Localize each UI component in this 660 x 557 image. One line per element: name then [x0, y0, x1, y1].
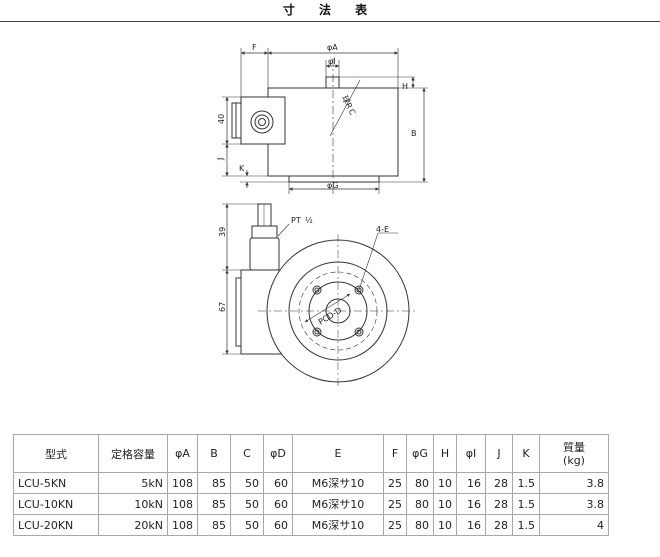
table-row: LCU-5KN 5kN 108 85 50 60 M6深サ10 25 80 10…	[13, 472, 609, 494]
cell-d: 60	[263, 472, 293, 494]
cell-i: 16	[456, 472, 486, 494]
cell-capacity: 5kN	[98, 472, 168, 494]
cell-i: 16	[456, 514, 486, 536]
cell-mass: 3.8	[539, 472, 609, 494]
cell-d: 60	[263, 493, 293, 515]
spec-table: 型式 定格容量 φA B C φD E F φG H φI J K 質量(kg)…	[13, 434, 609, 536]
cell-model: LCU-5KN	[13, 472, 99, 494]
pt-label: PT	[291, 216, 301, 225]
col-header-e: E	[292, 434, 384, 473]
col-header-k: K	[512, 434, 540, 473]
cell-h: 10	[433, 472, 457, 494]
cell-mass: 3.8	[539, 493, 609, 515]
cell-c: 50	[230, 472, 264, 494]
dim-a-label: φA	[327, 43, 338, 52]
table-header-row: 型式 定格容量 φA B C φD E F φG H φI J K 質量(kg)	[13, 434, 609, 473]
dim-b-label: B	[411, 129, 417, 138]
cell-f: 25	[383, 493, 407, 515]
cell-f: 25	[383, 514, 407, 536]
cell-model: LCU-20KN	[13, 514, 99, 536]
cell-e: M6深サ10	[292, 493, 384, 515]
col-header-b: B	[197, 434, 231, 473]
col-header-capacity: 定格容量	[98, 434, 168, 473]
cell-c: 50	[230, 514, 264, 536]
dim-h-label: H	[402, 82, 408, 91]
dim-40-label: 40	[217, 114, 226, 124]
cell-i: 16	[456, 493, 486, 515]
page-title: 寸 法 表	[282, 3, 378, 17]
cell-e: M6深サ10	[292, 472, 384, 494]
cell-k: 1.5	[512, 493, 540, 515]
cell-j: 28	[485, 472, 513, 494]
mass-unit-label: (kg)	[563, 453, 585, 467]
cell-a: 108	[167, 472, 198, 494]
cell-c: 50	[230, 493, 264, 515]
col-header-g: φG	[406, 434, 434, 473]
cell-d: 60	[263, 514, 293, 536]
cell-j: 28	[485, 493, 513, 515]
cell-h: 10	[433, 514, 457, 536]
cell-h: 10	[433, 493, 457, 515]
cell-b: 85	[197, 514, 231, 536]
sphere-radius-c: C	[347, 108, 358, 117]
bolt-spec-label: 4-E	[376, 225, 389, 234]
cell-g: 80	[406, 472, 434, 494]
col-header-i: φI	[456, 434, 486, 473]
cell-g: 80	[406, 514, 434, 536]
cell-capacity: 10kN	[98, 493, 168, 515]
cell-a: 108	[167, 493, 198, 515]
cell-k: 1.5	[512, 514, 540, 536]
top-view	[222, 203, 418, 388]
cell-e: M6深サ10	[292, 514, 384, 536]
table-row: LCU-10KN 10kN 108 85 50 60 M6深サ10 25 80 …	[13, 493, 609, 515]
col-header-j: J	[485, 434, 513, 473]
cell-capacity: 20kN	[98, 514, 168, 536]
col-header-mass: 質量(kg)	[539, 434, 609, 473]
dim-f-label: F	[252, 43, 257, 52]
dim-39-label: 39	[218, 227, 227, 237]
col-header-a: φA	[167, 434, 198, 473]
col-header-h: H	[433, 434, 457, 473]
pt-fraction: ½	[305, 216, 313, 225]
side-view	[222, 48, 428, 195]
mass-header-label: 質量	[563, 440, 585, 454]
dim-67-label: 67	[218, 302, 227, 312]
cell-mass: 4	[539, 514, 609, 536]
dimension-drawing: F φA φI H B 40 J K φG 球R C	[216, 43, 428, 388]
col-header-c: C	[230, 434, 264, 473]
cell-model: LCU-10KN	[13, 493, 99, 515]
cell-b: 85	[197, 472, 231, 494]
col-header-f: F	[383, 434, 407, 473]
col-header-model: 型式	[13, 434, 99, 473]
dim-g-label: φG	[327, 181, 338, 190]
cell-a: 108	[167, 514, 198, 536]
cell-k: 1.5	[512, 472, 540, 494]
table-row: LCU-20KN 20kN 108 85 50 60 M6深サ10 25 80 …	[13, 514, 609, 536]
dim-j-label: J	[216, 158, 225, 161]
col-header-d: φD	[263, 434, 293, 473]
title-divider	[0, 21, 660, 22]
dim-i-label: φI	[328, 57, 336, 66]
cell-b: 85	[197, 493, 231, 515]
cell-f: 25	[383, 472, 407, 494]
cell-j: 28	[485, 514, 513, 536]
cell-g: 80	[406, 493, 434, 515]
dim-k-label: K	[239, 164, 245, 173]
